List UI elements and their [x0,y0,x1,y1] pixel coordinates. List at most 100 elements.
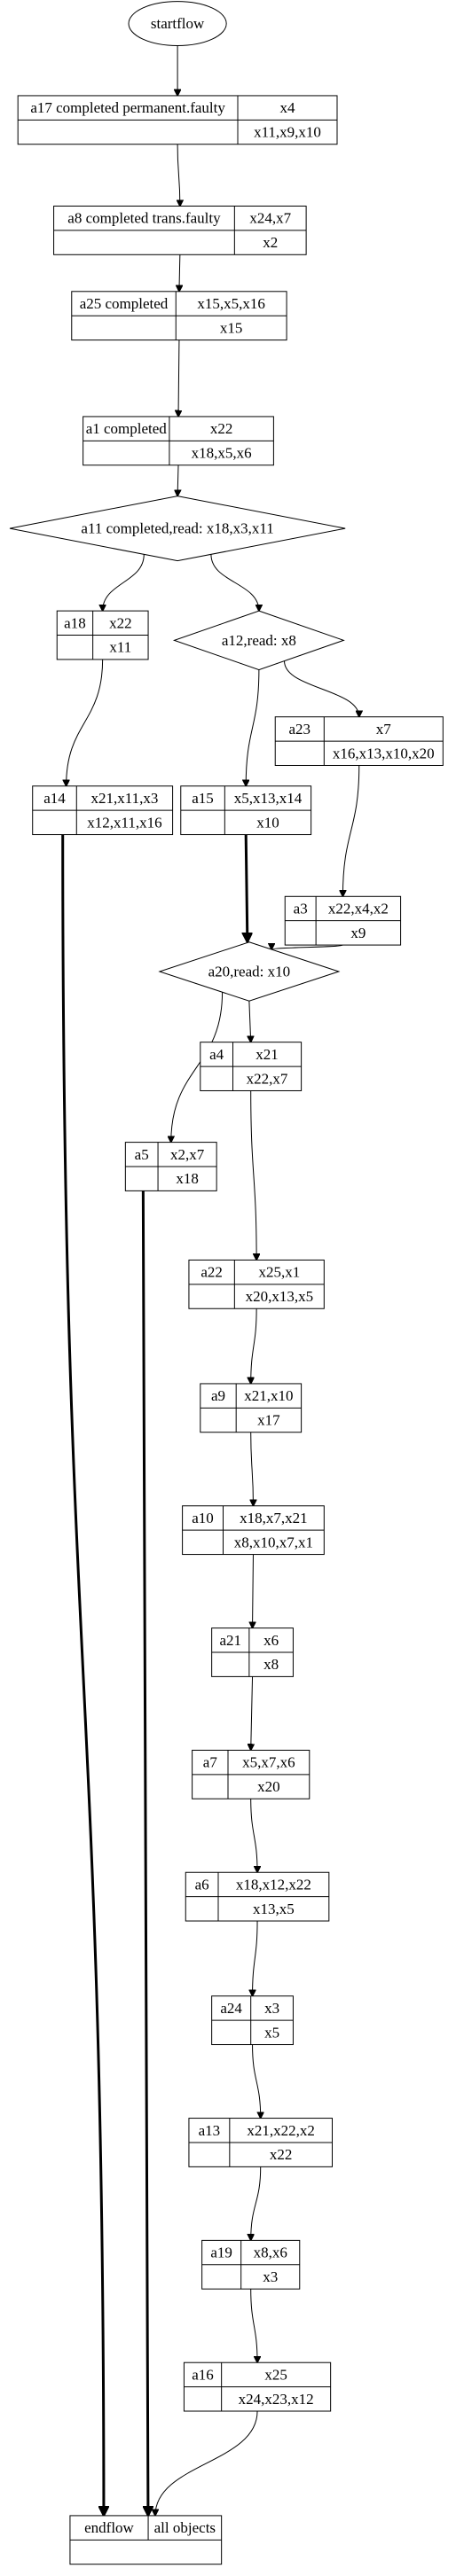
record-top-objects: x4 [280,99,296,116]
edge-a17-to-a8 [177,144,180,207]
edge-a20-to-a4 [249,1001,251,1042]
record-bottom-objects: x17 [257,1412,280,1429]
edge-a8-to-a25 [179,254,180,292]
record-bottom-objects: x22 [270,2146,293,2163]
record-name: a24 [220,2000,242,2017]
decision-label: a20,read: x10 [208,963,291,980]
edge-a16-to-end [155,2411,258,2516]
edge-a19-to-a16 [250,2289,257,2362]
end-objects: all objects [154,2519,216,2536]
record-name: a7 [203,1754,218,1771]
edge-a23-to-a3 [342,765,360,896]
edge-a12-to-a23 [284,660,359,717]
edges-layer [61,45,360,2516]
record-bottom-objects: x13,x5 [253,1901,295,1917]
record-top-objects: x25,x1 [258,1264,300,1281]
record-top-objects: x22,x4,x2 [328,900,389,917]
record-top-objects: x22 [210,420,233,437]
edge-a11-to-a18 [103,554,145,611]
edge-a25-to-a1 [178,340,179,417]
record-a18: a18 x22 x11 [56,610,149,660]
record-top-objects: x21,x22,x2 [247,2122,315,2139]
record-name: a15 [192,790,214,807]
record-bottom-objects: x24,x23,x12 [239,2391,314,2408]
record-name: a25 completed [80,295,169,312]
record-name: a21 [219,1632,241,1649]
record-bottom-objects: x22,x7 [247,1070,288,1087]
record-a21: a21 x6 x8 [211,1628,294,1677]
record-top-objects: x25 [264,2366,287,2383]
edge-a3-to-a20 [271,945,343,949]
record-a22: a22 x25,x1 x20,x13,x5 [188,1259,325,1309]
record-name: a9 [211,1387,225,1404]
record-top-objects: x6 [263,1632,279,1649]
edge-a24-to-a13 [252,2044,261,2119]
record-bottom-objects: x20 [257,1778,280,1795]
record-name: a23 [288,721,311,738]
decision-label: a12,read: x8 [222,632,296,649]
record-a24: a24 x3 x5 [211,1995,294,2046]
record-top-objects: x15,x5,x16 [197,295,265,312]
record-top-objects: x24,x7 [249,210,291,227]
record-top-objects: x3 [264,2000,279,2017]
record-name: a4 [209,1046,224,1063]
edge-a10-to-a21 [253,1554,254,1628]
record-bottom-objects: x5 [264,2024,279,2041]
edge-a1-to-a11 [177,464,178,496]
record-name: a19 [210,2244,232,2261]
record-bottom-objects: x11 [109,639,131,656]
record-top-objects: x8,x6 [254,2244,287,2261]
edge-a20-to-a5 [171,992,224,1142]
decision-label: a11 completed,read: x18,x3,x11 [81,520,273,537]
edge-a5-to-end [141,1190,148,2516]
record-bottom-objects: x16,x13,x10,x20 [333,745,435,761]
edge-a18-to-a14 [67,659,104,786]
record-name: a13 [199,2122,221,2139]
record-name: a22 [200,1264,223,1281]
record-name: a5 [135,1146,149,1163]
decision-diamond [158,941,341,1002]
record-name: a6 [195,1876,209,1893]
decision-diamond [9,496,346,562]
record-name: a14 [43,790,66,807]
edge-a21-to-a7 [251,1676,253,1750]
record-bottom-objects: x8 [263,1656,279,1673]
edge-a15-to-a20 [246,834,248,942]
record-bottom-objects: x8,x10,x7,x1 [234,1534,313,1550]
record-bottom-objects: x20,x13,x5 [246,1288,314,1305]
start-node: startflow [128,1,227,46]
record-name: a3 [294,900,308,917]
edge-a22-to-a9 [251,1308,257,1384]
edge-a7-to-a6 [250,1799,257,1872]
decision-a11: a11 completed,read: x18,x3,x11 [9,496,346,562]
decision-a20: a20,read: x10 [158,941,341,1002]
edge-a11-to-a12 [210,554,259,611]
record-name: a16 [192,2366,214,2383]
record-a7: a7 x5,x7,x6 x20 [192,1749,311,1799]
record-bottom-objects: x18 [176,1170,199,1187]
record-name: a18 [64,614,86,631]
edge-a13-to-a19 [251,2166,262,2240]
start-ellipse [128,1,227,46]
record-bottom-objects: x11,x9,x10 [254,124,321,141]
edge-a6-to-a24 [253,1921,258,1996]
record-name: a1 completed [86,420,168,437]
record-top-objects: x22 [109,614,132,631]
edge-a12-to-a15 [246,669,260,786]
record-top-objects: x21,x10 [244,1387,293,1404]
record-bottom-objects: x10 [256,814,279,831]
start-label: startflow [151,15,205,32]
record-a9: a9 x21,x10 x17 [200,1383,303,1433]
decision-a12: a12,read: x8 [172,610,345,671]
record-top-objects: x5,x7,x6 [242,1754,295,1771]
